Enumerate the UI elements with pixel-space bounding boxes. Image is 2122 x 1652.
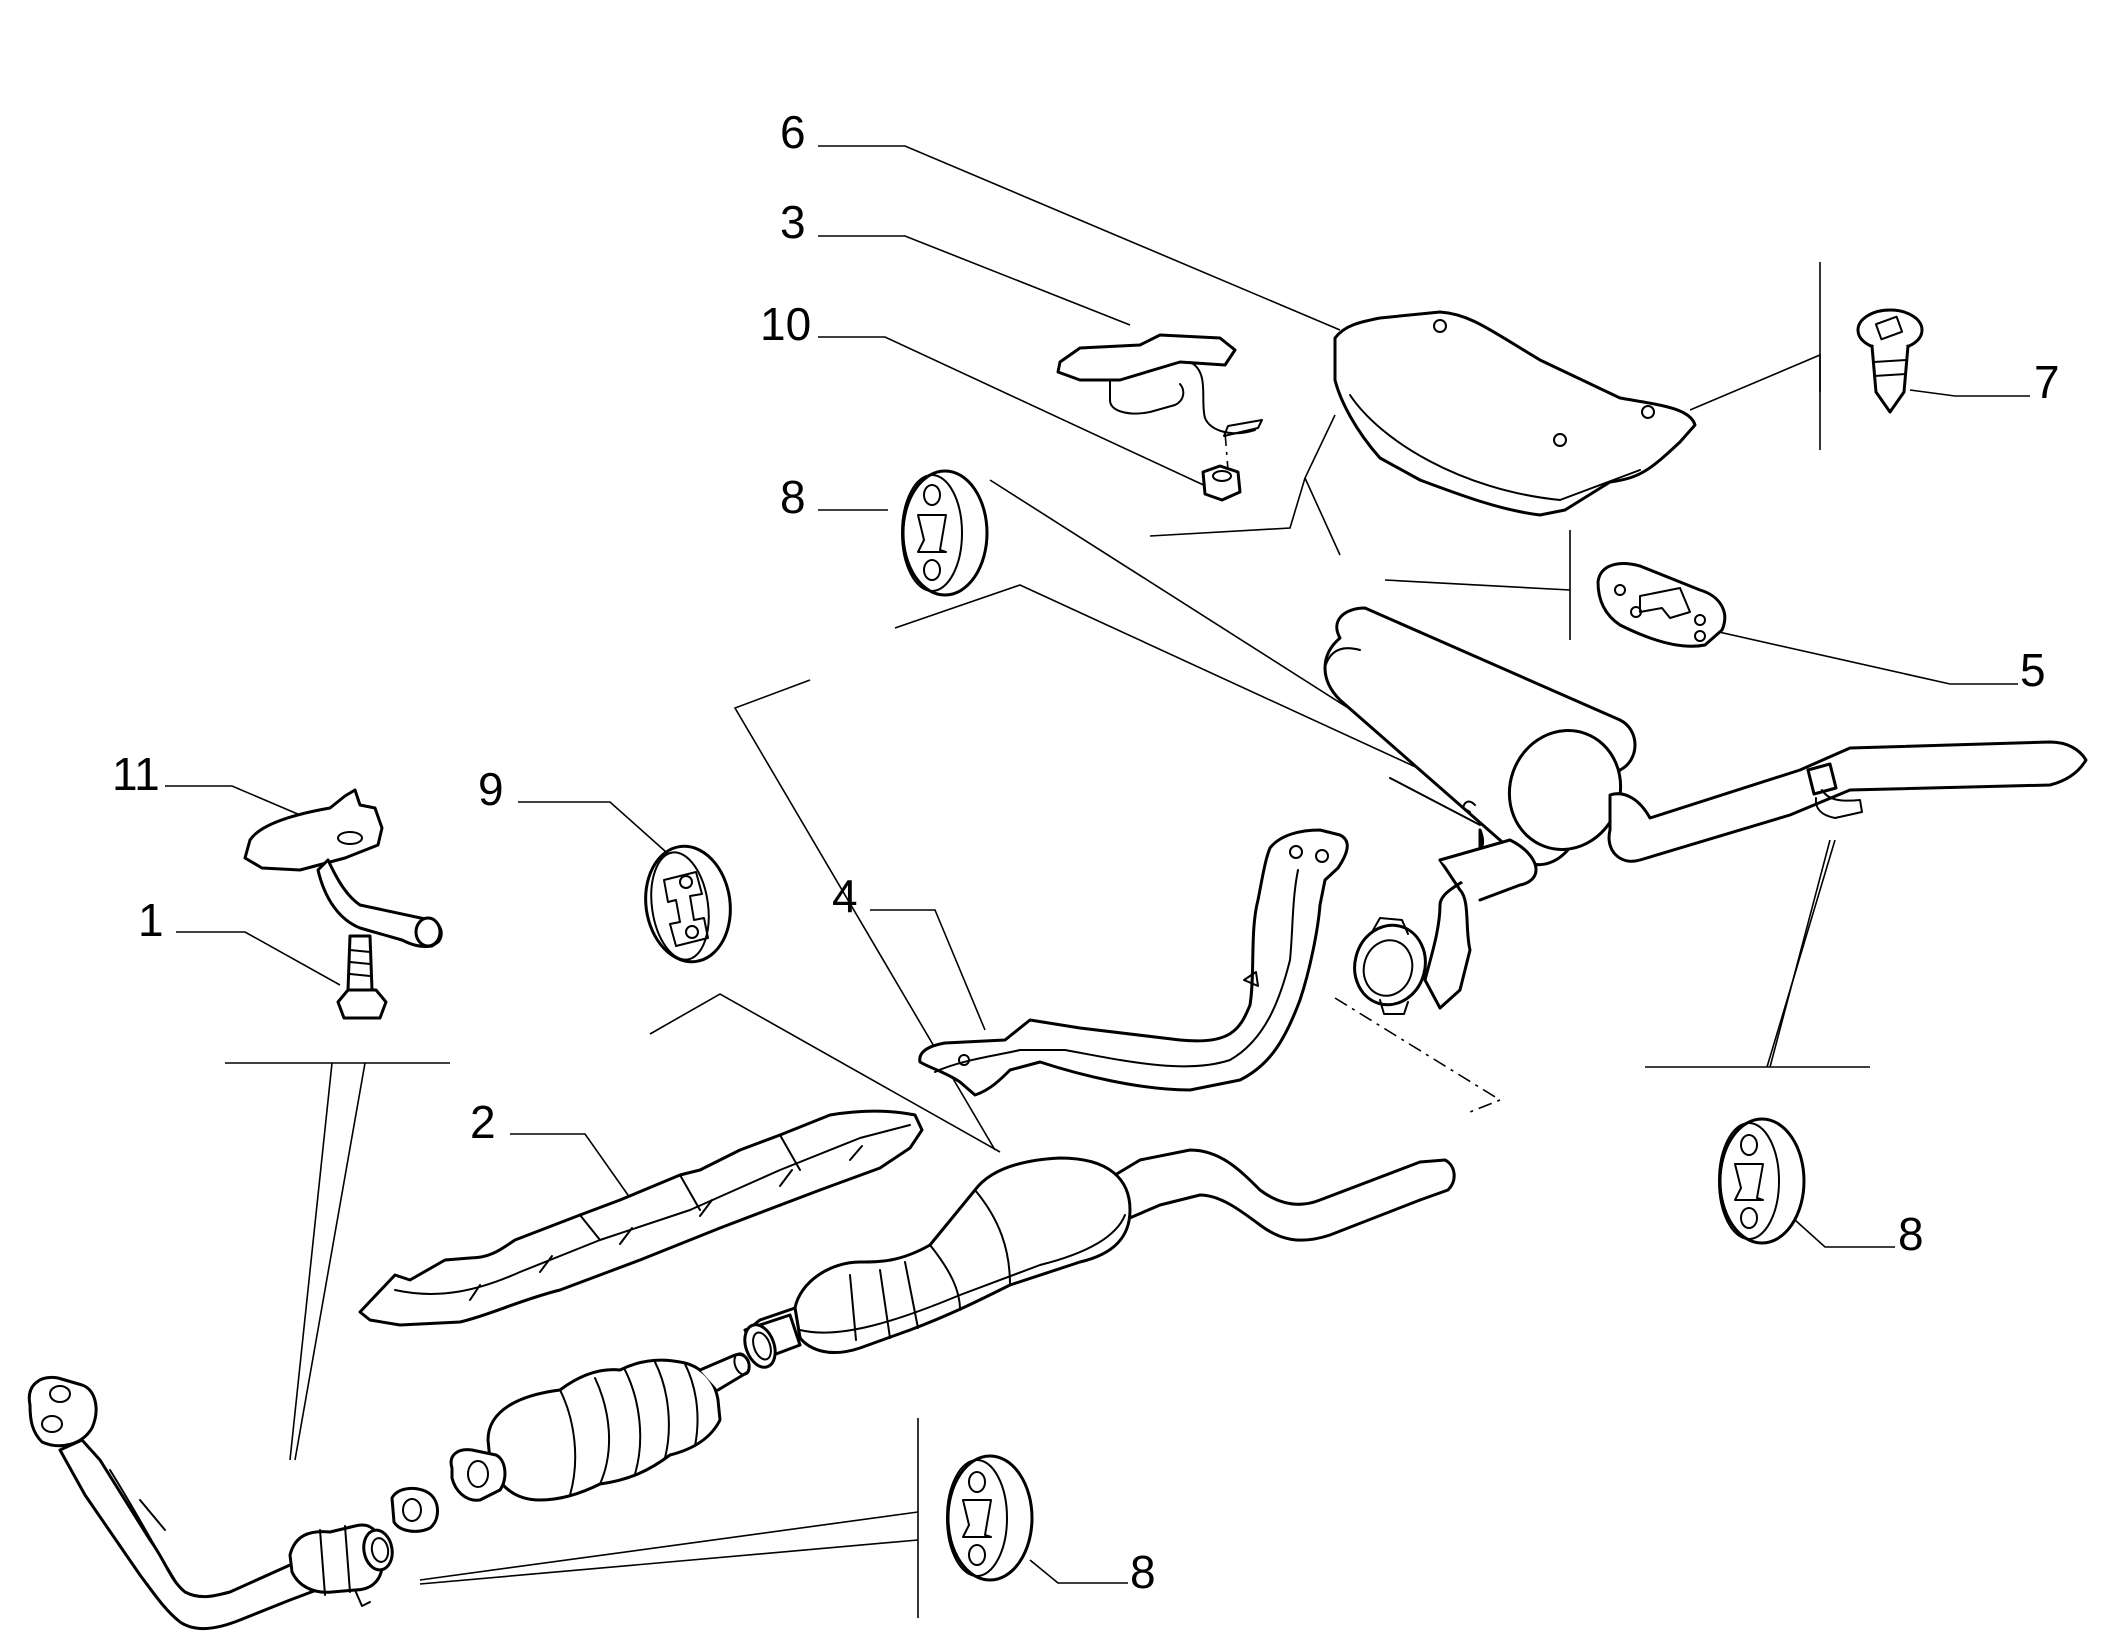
part-3-hanger-bracket: [1056, 333, 1263, 471]
callout-6: 6: [780, 106, 806, 158]
part-10-nut: [1201, 464, 1242, 502]
callout-8-top: 8: [780, 471, 806, 523]
callout-11: 11: [112, 748, 160, 800]
pre-catalyst: [449, 1352, 751, 1502]
rear-muffler-and-tailpipe: [1323, 606, 2088, 1015]
callout-8-bottom: 8: [1130, 1546, 1156, 1598]
part-11-bracket: [243, 788, 443, 948]
part-7-screw: [1856, 308, 1924, 414]
part-8-rubber-mount-top: [901, 469, 989, 597]
part-6-heat-shield: [1333, 310, 1697, 517]
callout-7: 7: [2034, 356, 2060, 408]
front-downpipe: [27, 1375, 394, 1631]
callout-10: 10: [760, 298, 811, 350]
part-8-rubber-mount-bottom: [946, 1454, 1034, 1582]
part-1-bolt: [336, 934, 388, 1020]
callout-3: 3: [780, 196, 806, 248]
part-4-crossmember-bracket: [918, 828, 1349, 1097]
callout-1: 1: [138, 894, 164, 946]
part-5-rubber-mount: [1596, 562, 1727, 648]
gaskets: [390, 1487, 439, 1533]
callout-8-right: 8: [1898, 1208, 1924, 1260]
part-9-rubber-mount: [644, 844, 732, 964]
callout-9: 9: [478, 763, 504, 815]
callout-2: 2: [470, 1096, 496, 1148]
part-2-heat-shield: [358, 1109, 924, 1327]
callout-5: 5: [2020, 644, 2046, 696]
part-8-rubber-mount-right: [1718, 1117, 1806, 1245]
catalytic-converter-assembly: [743, 1148, 1456, 1369]
